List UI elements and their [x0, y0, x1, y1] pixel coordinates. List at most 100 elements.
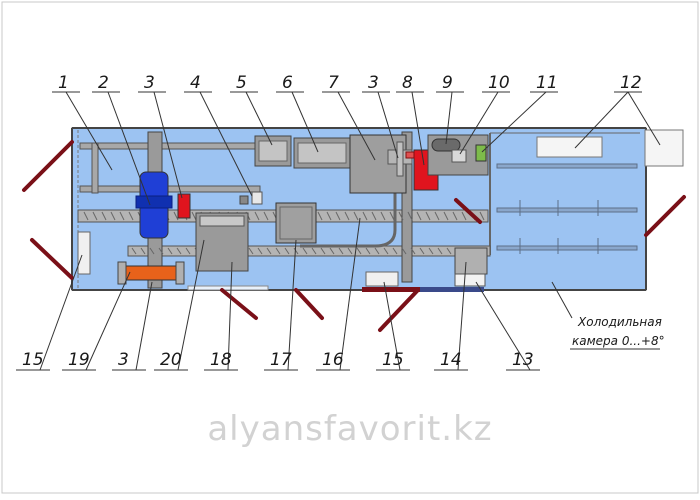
item-17-top	[279, 206, 313, 240]
leader-line	[377, 91, 399, 159]
callout-bottom-14: 14	[440, 350, 462, 370]
rail-tick	[425, 211, 431, 221]
callout-bottom-3: 3	[118, 350, 129, 370]
item-15-box-bottom	[365, 271, 399, 287]
item-6-tray	[293, 137, 351, 169]
rail-tick	[461, 211, 467, 221]
item-13-box	[454, 273, 486, 287]
rail-tick	[347, 247, 353, 255]
rail-tick	[173, 211, 179, 221]
rail-tick	[110, 211, 116, 221]
rail-tick	[266, 247, 272, 255]
leader-line	[287, 239, 297, 371]
rail-tick	[446, 247, 452, 255]
item-19-end-left	[117, 261, 127, 285]
leader-line	[627, 91, 661, 146]
rail-tick	[356, 247, 362, 255]
rail-tick	[410, 247, 416, 255]
rail-tick	[302, 247, 308, 255]
leader-line	[457, 261, 467, 371]
cold-room-shelves	[496, 163, 638, 254]
leader-line	[177, 239, 205, 371]
rail-tick	[443, 211, 449, 221]
callout-bottom-19: 19	[68, 350, 90, 370]
rail-tick	[191, 211, 197, 221]
rail-tick	[344, 211, 350, 221]
rail-tick	[317, 211, 323, 221]
item-20-top	[199, 215, 245, 227]
rail-tick	[407, 211, 413, 221]
leader-line	[481, 91, 547, 153]
callout-top-4: 4	[190, 73, 201, 93]
rail-tick	[428, 247, 434, 255]
callout-top-10: 10	[488, 73, 510, 93]
rail-tick	[353, 211, 359, 221]
rail-tick	[437, 247, 443, 255]
callout-top-9: 9	[442, 73, 453, 93]
rail-tick	[416, 211, 422, 221]
item-12-unit-b	[644, 129, 684, 167]
callout-bottom-13: 13	[512, 350, 534, 370]
rail-tick	[479, 211, 485, 221]
door-threshold-left	[362, 287, 420, 292]
callout-top-3: 3	[368, 73, 379, 93]
leader-line	[551, 281, 573, 319]
rail-tick	[158, 247, 164, 255]
note-line-2: камера 0...+8°	[572, 334, 665, 348]
callout-top-8: 8	[402, 73, 413, 93]
rail-tick	[254, 211, 260, 221]
item-8-red-tab	[405, 151, 415, 159]
red-unit-3	[177, 193, 191, 219]
callout-bottom-15: 15	[22, 350, 44, 370]
item-14-cabinet	[454, 247, 488, 275]
leader-line	[337, 91, 376, 161]
leader-line	[574, 91, 629, 149]
rail-tick	[365, 247, 371, 255]
rail-tick	[380, 211, 386, 221]
blue-tank-band	[135, 195, 173, 209]
leader-line	[85, 271, 131, 371]
rail-tick	[398, 211, 404, 221]
callout-top-1: 1	[58, 73, 69, 93]
rail-tick	[185, 247, 191, 255]
rail-tick	[149, 247, 155, 255]
item-9-basin	[431, 138, 461, 152]
rail-tick	[248, 247, 254, 255]
leader-line	[135, 281, 153, 371]
rail-tick	[374, 247, 380, 255]
rail-tick	[167, 247, 173, 255]
item-3-upper-post	[396, 141, 404, 177]
item-10-box	[451, 149, 467, 163]
leader-line	[445, 91, 453, 145]
rail-tick	[311, 247, 317, 255]
rail-tick	[131, 247, 137, 255]
rail-tick	[383, 247, 389, 255]
callout-top-12: 12	[620, 73, 642, 93]
callout-top-7: 7	[328, 73, 339, 93]
item-12-unit-a	[536, 136, 603, 158]
item-11-panel	[475, 144, 487, 162]
item-19-end-right	[175, 261, 185, 285]
leader-line	[411, 91, 425, 166]
callout-top-5: 5	[236, 73, 247, 93]
rail-tick	[176, 247, 182, 255]
callout-top-11: 11	[536, 73, 558, 93]
door-leaves	[22, 140, 686, 332]
leader-line	[459, 91, 499, 155]
door-threshold-right	[420, 287, 484, 292]
rail-tick	[320, 247, 326, 255]
watermark-text: alyansfavorit.kz	[207, 409, 492, 449]
rail-tick	[92, 211, 98, 221]
leader-line	[153, 91, 183, 199]
rail-tick	[392, 247, 398, 255]
item-15-box-left	[77, 231, 91, 275]
rail-tick	[284, 247, 290, 255]
callout-bottom-20: 20	[160, 350, 182, 370]
callout-top-2: 2	[98, 73, 109, 93]
item-4-box	[251, 191, 263, 205]
